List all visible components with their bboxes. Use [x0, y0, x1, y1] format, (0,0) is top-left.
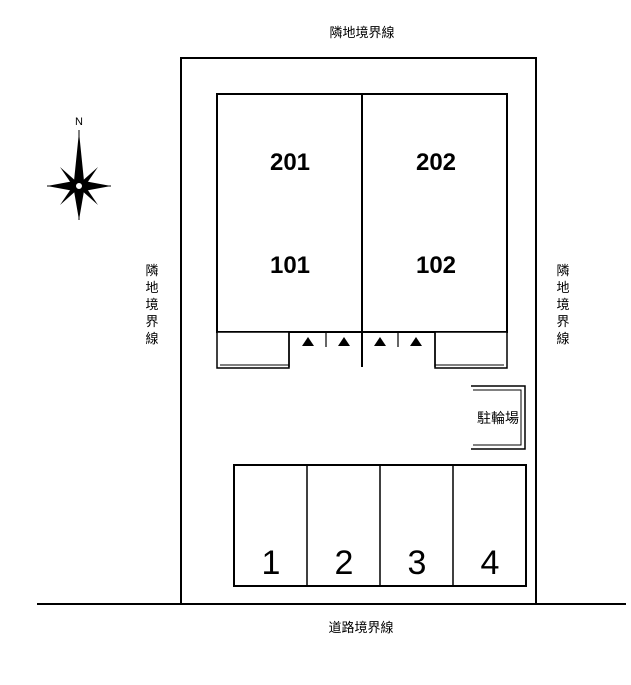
lot-outline	[180, 57, 537, 604]
unit-102: 102	[416, 252, 456, 279]
parking-space-2: 2	[335, 544, 354, 582]
north-label: N	[75, 116, 83, 128]
parking-space-4: 4	[481, 544, 500, 582]
right-balcony	[434, 331, 508, 369]
unit-202: 202	[416, 149, 456, 176]
right-boundary-label: 隣地境界線	[556, 263, 569, 347]
bottom-boundary-label: 道路境界線	[328, 620, 393, 636]
unit-101: 101	[270, 252, 310, 279]
bicycle-parking-label: 駐輪場	[477, 410, 519, 427]
compass-rose-icon: N	[47, 116, 111, 220]
parking-space-1: 1	[262, 544, 281, 582]
entrance-arrow-icon	[410, 337, 422, 346]
parking-space-3: 3	[408, 544, 427, 582]
top-boundary-label: 隣地境界線	[329, 25, 394, 41]
unit-201: 201	[270, 149, 310, 176]
parking-area: 1 2 3 4	[233, 464, 527, 587]
entrance-arrow-icon	[302, 337, 314, 346]
bicycle-parking-area: 駐輪場	[471, 385, 526, 450]
left-balcony	[216, 331, 290, 369]
entrance-arrow-icon	[374, 337, 386, 346]
entrance-arrow-icon	[338, 337, 350, 346]
left-boundary-label: 隣地境界線	[145, 263, 158, 347]
